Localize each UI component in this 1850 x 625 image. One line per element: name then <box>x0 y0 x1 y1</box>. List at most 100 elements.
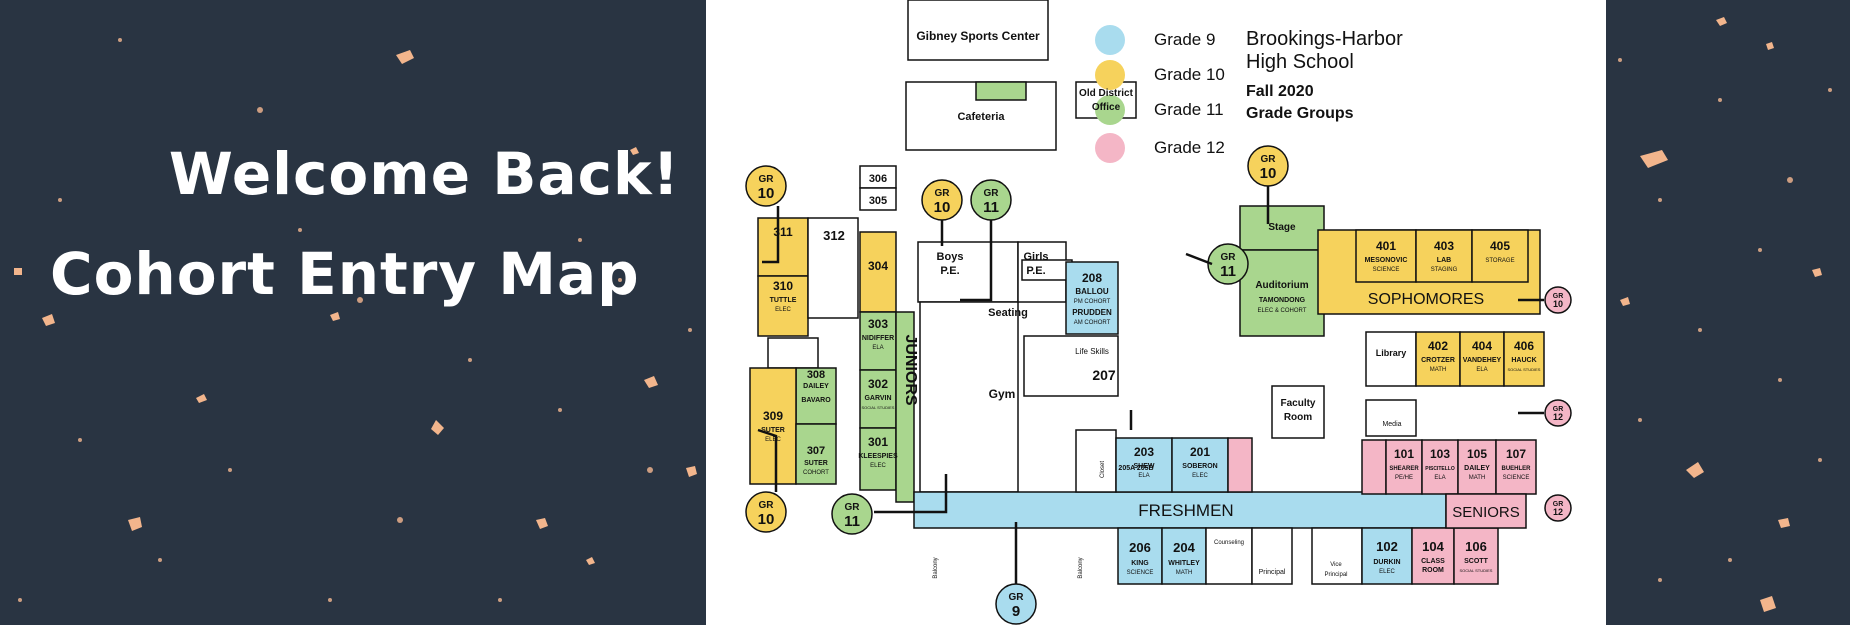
room-201-teacher: SOBERON <box>1182 463 1217 470</box>
room-207: 207 <box>1092 367 1116 383</box>
badge-gr-label: GR <box>1553 293 1564 300</box>
room-404-subject: ELA <box>1476 367 1487 373</box>
room-208-teacher: BALLOU <box>1075 287 1109 296</box>
room-404: 404 <box>1472 339 1492 353</box>
room-403-teacher: LAB <box>1437 257 1451 264</box>
room-208: 208 <box>1082 271 1102 285</box>
room-208-teacher-2: PRUDDEN <box>1072 308 1112 317</box>
badge-gr-label: GR <box>759 500 775 511</box>
closet-label: Closet <box>1100 461 1106 478</box>
counseling-label: Counseling <box>1214 540 1244 546</box>
room-107-subject: SCIENCE <box>1503 475 1530 481</box>
badge-grade-value: 10 <box>934 199 951 216</box>
old-office-label-2: Office <box>1092 102 1121 113</box>
room-105-subject: MATH <box>1469 475 1486 481</box>
room-203-teacher: SHEW <box>1134 463 1155 470</box>
room-402-teacher: CROTZER <box>1421 357 1455 364</box>
room-107: 107 <box>1506 447 1526 461</box>
term-line-1: Fall 2020 <box>1246 83 1314 100</box>
room-401: 401 <box>1376 239 1396 253</box>
cafeteria-label: Cafeteria <box>957 111 1005 123</box>
room-402: 402 <box>1428 339 1448 353</box>
stage-label: Stage <box>1268 222 1296 233</box>
room-102-subject: ELEC <box>1379 569 1395 575</box>
room-306: 306 <box>869 173 887 185</box>
room-104-teacher: CLASS <box>1421 558 1445 565</box>
zone-seniors: SENIORS <box>1452 504 1520 521</box>
badge-gr-label: GR <box>845 502 861 513</box>
room-204: 204 <box>1173 540 1195 555</box>
school-name-line-2: High School <box>1246 51 1354 73</box>
badge-grade-value: 11 <box>983 199 999 216</box>
room-206: 206 <box>1129 540 1151 555</box>
badge-gr-label: GR <box>935 188 951 199</box>
room-309-subject: ELEC <box>765 437 781 443</box>
room-312: 312 <box>823 228 845 243</box>
room-406: 406 <box>1514 339 1534 353</box>
badge-grade-value: 12 <box>1553 412 1563 422</box>
term-line-2: Grade Groups <box>1246 105 1354 122</box>
room-302-subject: SOCIAL STUDIES <box>862 405 895 410</box>
boys-pe-label-2: P.E. <box>940 265 959 277</box>
room-404-teacher: VANDEHEY <box>1463 357 1502 364</box>
badge-gr-label: GR <box>1261 154 1277 165</box>
badge-grade-value: 10 <box>758 511 775 528</box>
room-206-teacher: KING <box>1131 560 1149 567</box>
badge-grade-value: 10 <box>1553 299 1563 309</box>
room-406-subject: SOCIAL STUDIES <box>1508 367 1541 372</box>
room-208-subject: PM COHORT <box>1074 299 1111 305</box>
vice-principal-label-2: Principal <box>1324 572 1347 578</box>
heading-line-2: Cohort Entry Map <box>50 240 640 308</box>
badge-grade-value: 10 <box>1260 165 1277 182</box>
room-403-subject: STAGING <box>1431 267 1458 273</box>
gym-label: Gym <box>989 387 1016 401</box>
legend-label-grade9: Grade 9 <box>1154 30 1215 49</box>
room-405: 405 <box>1490 239 1510 253</box>
old-office-label-1: Old District <box>1079 88 1134 99</box>
principal-label: Principal <box>1259 569 1286 576</box>
room-102-teacher: DURKIN <box>1373 559 1400 566</box>
room-307-subject: COHORT <box>803 470 829 476</box>
room-302-teacher: GARVIN <box>864 395 891 402</box>
badge-gr-label: GR <box>759 174 775 185</box>
room-403: 403 <box>1434 239 1454 253</box>
room-401-teacher: MESONOVIC <box>1365 257 1408 264</box>
room-308-teacher: DAILEY <box>803 383 829 390</box>
boys-pe-label-1: Boys <box>937 251 964 263</box>
room-301-subject: ELEC <box>870 463 886 469</box>
room-310: 310 <box>773 279 793 293</box>
zone-juniors: JUNIORS <box>902 334 919 405</box>
badge-gr-label: GR <box>1221 252 1237 263</box>
balcony-label-west: Balcony <box>933 557 939 578</box>
room-307: 307 <box>807 445 825 457</box>
auditorium-teacher: TAMONDONG <box>1259 297 1306 304</box>
cafeteria-entry <box>975 81 1027 101</box>
room-107-teacher: BUEHLER <box>1501 466 1531 472</box>
badge-gr-label: GR <box>1553 501 1564 508</box>
room-203: 203 <box>1134 445 1154 459</box>
legend-label-grade10: Grade 10 <box>1154 65 1225 84</box>
legend-swatch-grade11 <box>1095 95 1125 125</box>
auditorium-subject: ELEC & COHORT <box>1258 308 1307 314</box>
room-205: 205A 205B <box>1118 465 1153 472</box>
room-101-teacher: SHEARER <box>1389 466 1419 472</box>
legend-swatch-grade12 <box>1095 133 1125 163</box>
room-204-subject: MATH <box>1176 570 1193 576</box>
room-304: 304 <box>868 259 888 273</box>
sports-center-block <box>907 0 1049 61</box>
room-402-subject: MATH <box>1430 367 1447 373</box>
school-name-line-1: Brookings-Harbor <box>1246 28 1403 50</box>
balcony-label-east: Balcony <box>1078 557 1084 578</box>
room-401-subject: SCIENCE <box>1373 267 1400 273</box>
room-303-teacher: NIDIFFER <box>862 335 894 342</box>
room-105: 105 <box>1467 447 1487 461</box>
zone-freshmen: FRESHMEN <box>1138 501 1233 520</box>
media-label: Media <box>1382 421 1401 428</box>
room-307-teacher: SUTER <box>804 460 828 467</box>
room-310-teacher: TUTTLE <box>770 297 797 304</box>
badge-gr-label: GR <box>1009 592 1025 603</box>
life-skills-label: Life Skills <box>1075 347 1109 356</box>
room-208-subject-2: AM COHORT <box>1074 320 1111 326</box>
room-405-label: STORAGE <box>1485 258 1514 264</box>
